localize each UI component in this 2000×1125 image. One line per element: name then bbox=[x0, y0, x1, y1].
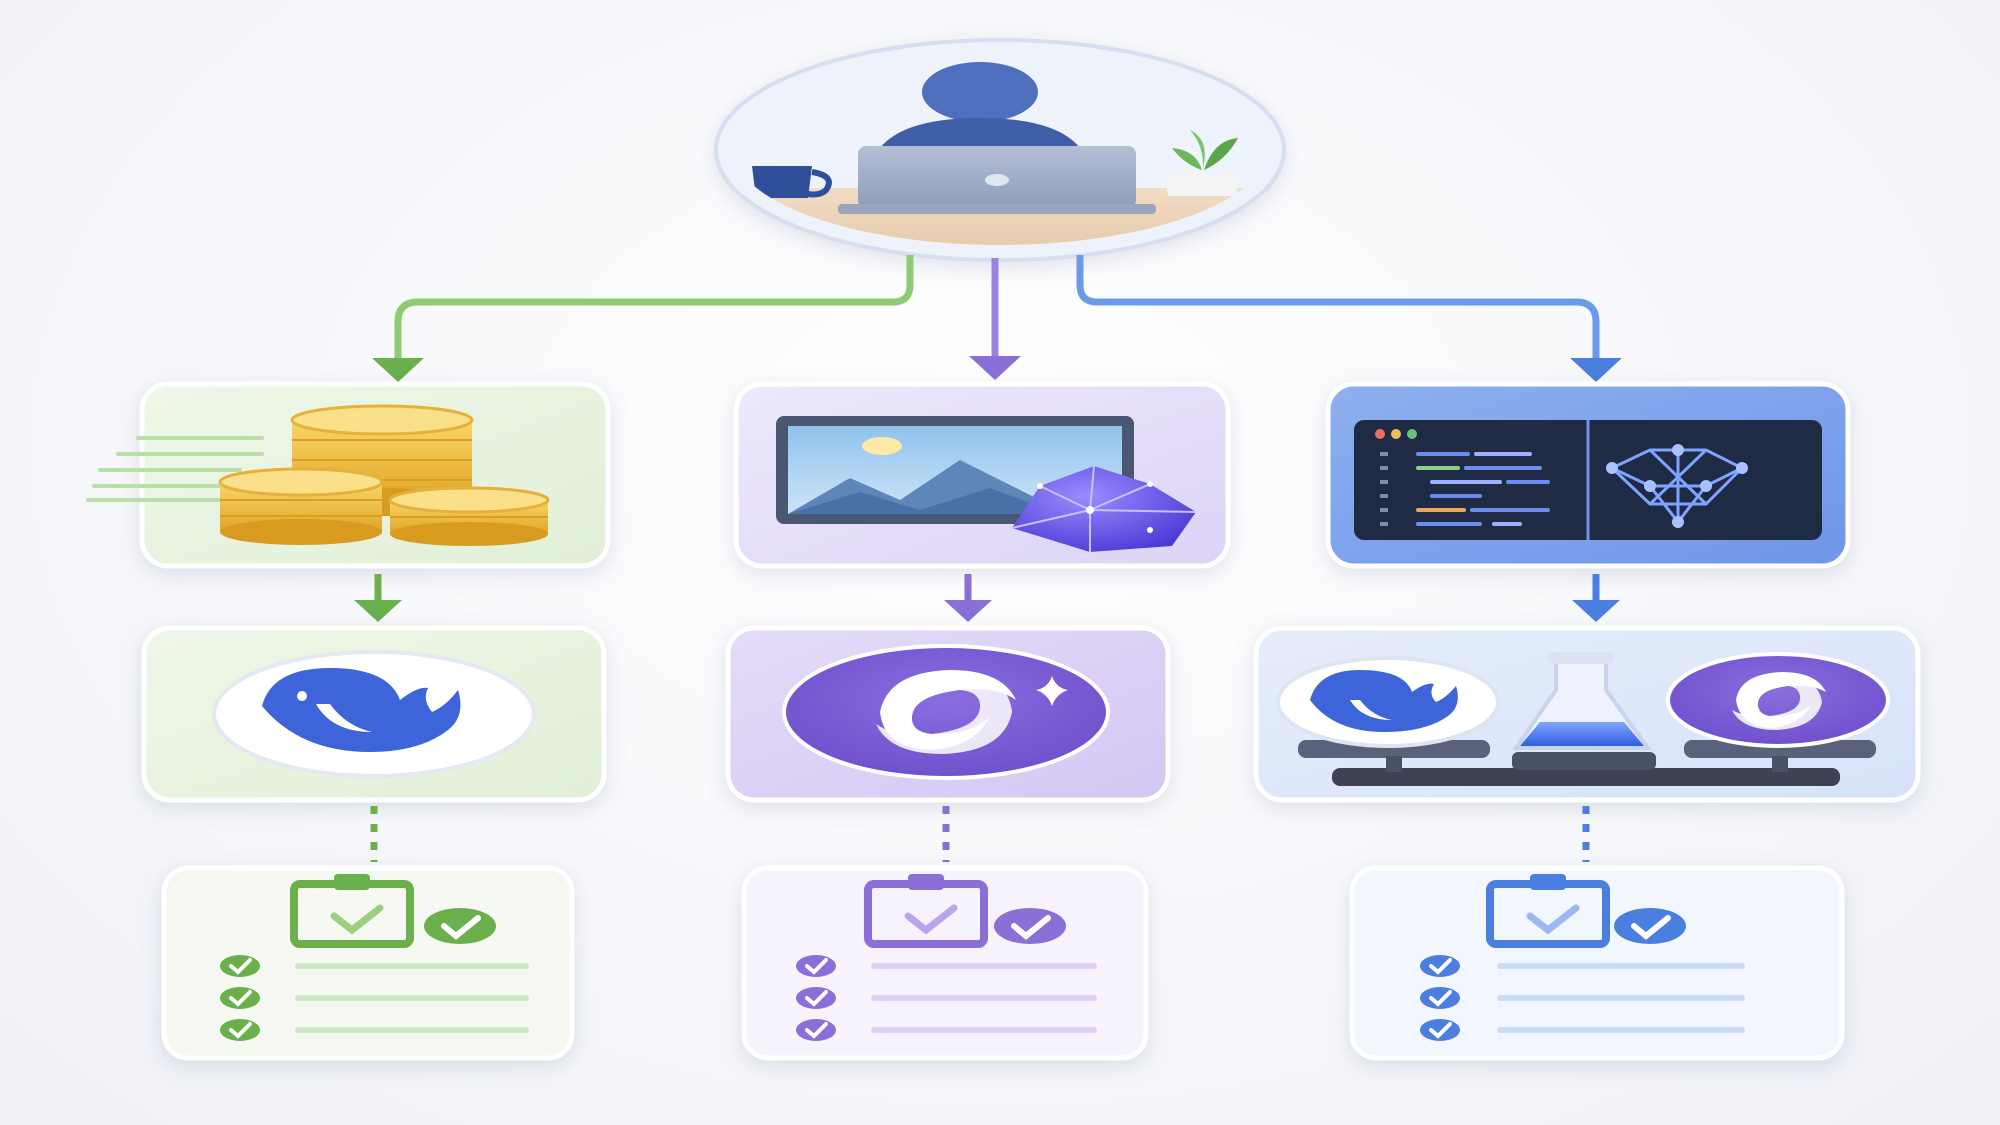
model-card-multimodal bbox=[725, 625, 1171, 803]
checklist-clipboard-icon bbox=[290, 874, 496, 948]
model-card-cost bbox=[141, 625, 607, 803]
checklist-clipboard-icon bbox=[1486, 874, 1686, 948]
arrowhead-multimodal bbox=[969, 356, 1021, 380]
check-list bbox=[796, 955, 1097, 1041]
branch-code bbox=[1253, 381, 1921, 1061]
task-card-cost bbox=[86, 381, 611, 569]
check-list bbox=[220, 955, 529, 1041]
branch-connectors bbox=[372, 255, 1622, 382]
connector-to-cost-branch bbox=[394, 255, 914, 360]
arrowhead-code bbox=[1570, 358, 1622, 382]
deepseek-whale-icon bbox=[212, 650, 536, 778]
model-card-code bbox=[1253, 625, 1921, 803]
task-card-multimodal bbox=[733, 381, 1231, 569]
result-card-cost bbox=[161, 865, 575, 1061]
arrowhead-cost bbox=[372, 358, 424, 382]
gold-coins-icon bbox=[86, 404, 550, 546]
model-comparison-scale-icon bbox=[1276, 652, 1890, 786]
checklist-clipboard-icon bbox=[864, 874, 1066, 948]
branch-multimodal bbox=[725, 381, 1231, 1061]
check-list bbox=[1420, 955, 1745, 1041]
result-card-multimodal bbox=[741, 865, 1149, 1061]
result-card-code bbox=[1349, 865, 1845, 1061]
gemini-swirl-icon bbox=[782, 644, 1110, 780]
branch-cost bbox=[86, 381, 611, 1061]
task-card-code bbox=[1325, 381, 1851, 569]
code-editor-graph-icon bbox=[1354, 420, 1822, 540]
connector-to-code-branch bbox=[1076, 255, 1600, 360]
image-crystal-icon bbox=[776, 416, 1197, 552]
person-laptop-icon bbox=[714, 38, 1286, 262]
